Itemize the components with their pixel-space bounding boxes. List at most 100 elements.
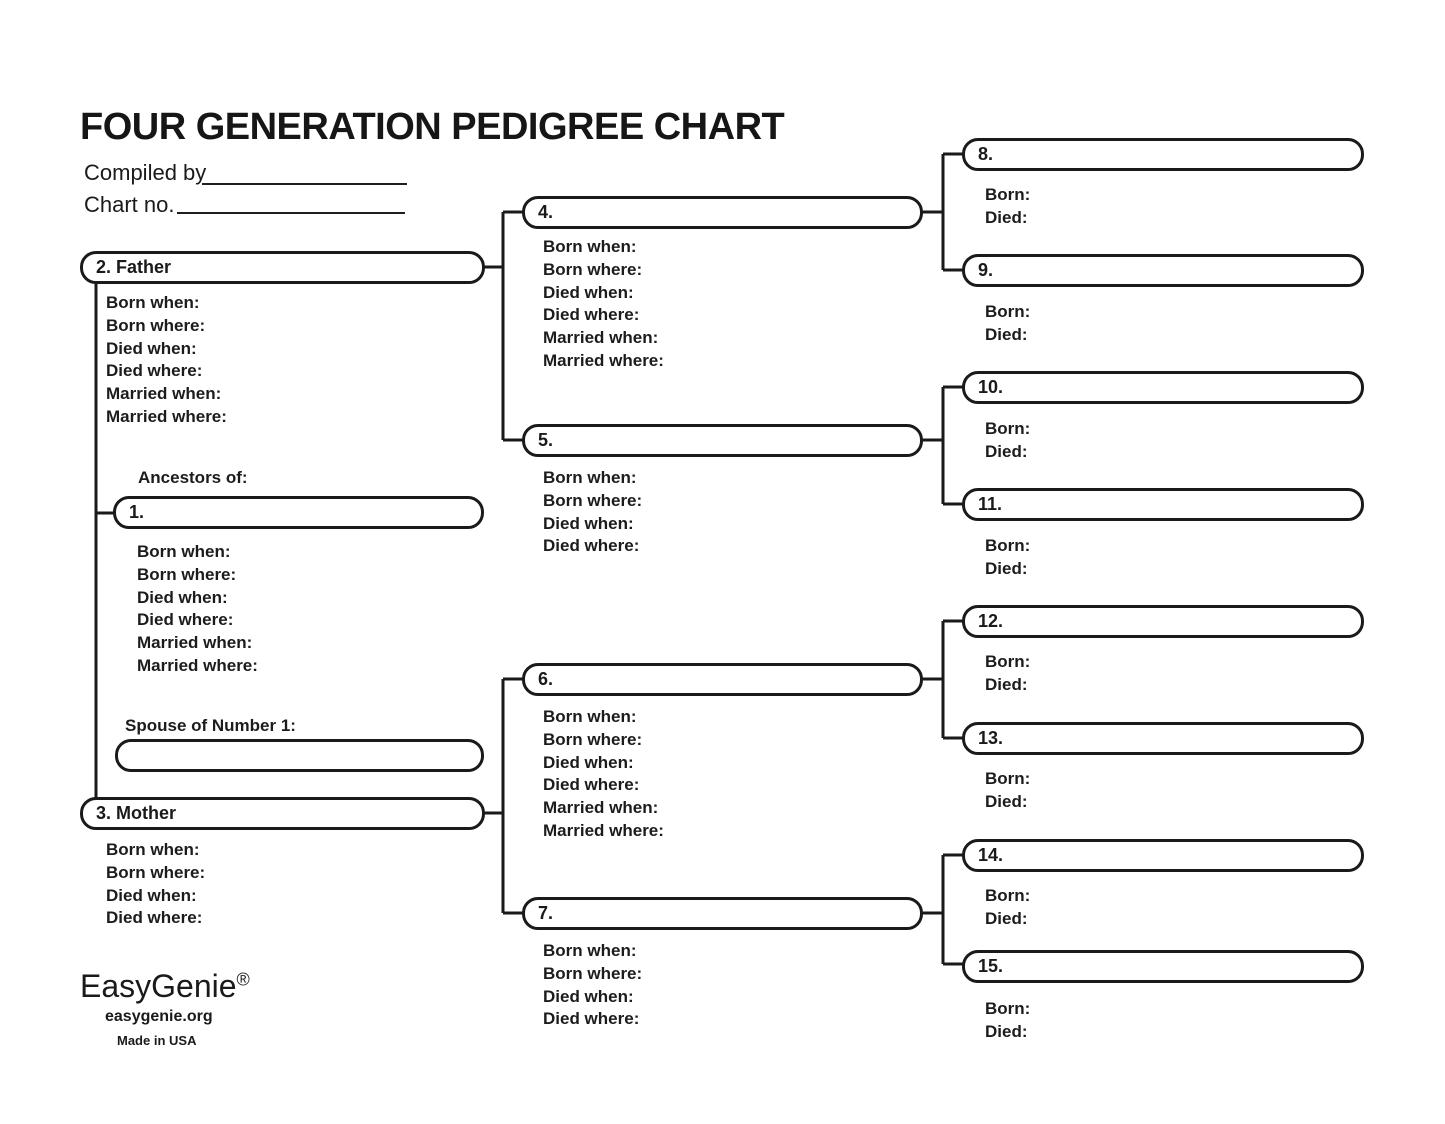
person-2-fields: Born when: Born where: Died when: Died w… (106, 292, 227, 429)
field-label: Born: (985, 652, 1031, 671)
field-label: Married when: (137, 633, 253, 653)
brand-website: easygenie.org (105, 1008, 213, 1025)
spouse-of-label: Spouse of Number 1: (125, 716, 296, 735)
field-label: Died when: (543, 752, 634, 772)
field-label: Died when: (543, 513, 634, 533)
field-label: Died where: (543, 775, 640, 795)
field-label: Married where: (137, 655, 258, 675)
person-9-fields: Born: Died: (985, 301, 1030, 347)
person-1-label: 1. (129, 502, 145, 522)
person-11-box: 11. (962, 488, 1364, 521)
page-title: FOUR GENERATION PEDIGREE CHART (80, 106, 785, 148)
person-1-box: 1. (113, 496, 484, 529)
person-2-label: 2. Father (96, 257, 172, 277)
person-9-label: 9. (978, 260, 994, 280)
field-label: Died: (985, 908, 1028, 928)
field-label: Born where: (543, 259, 643, 279)
field-label: Married when: (106, 384, 222, 404)
field-label: Born when: (137, 542, 231, 561)
person-15-fields: Born: Died: (985, 998, 1030, 1044)
field-label: Born where: (137, 564, 237, 584)
person-7-fields: Born when: Born where: Died when: Died w… (543, 940, 642, 1031)
person-3-fields: Born when: Born where: Died when: Died w… (106, 839, 205, 930)
person-13-label: 13. (978, 728, 1004, 748)
field-label: Born where: (543, 490, 643, 510)
person-10-box: 10. (962, 371, 1364, 404)
field-label: Married when: (543, 328, 659, 348)
field-label: Died: (985, 1021, 1028, 1041)
brand-logo: EasyGenie® (80, 968, 250, 1004)
compiled-by-label: Compiled by (84, 160, 207, 185)
ancestors-of-label: Ancestors of: (138, 468, 248, 487)
field-label: Born: (985, 886, 1031, 905)
person-7-box: 7. (522, 897, 923, 930)
field-label: Born: (985, 999, 1031, 1018)
person-4-box: 4. (522, 196, 923, 229)
person-6-label: 6. (538, 669, 554, 689)
field-label: Born: (985, 419, 1031, 438)
field-label: Married where: (543, 350, 664, 370)
field-label: Died where: (543, 305, 640, 325)
person-7-label: 7. (538, 903, 554, 923)
field-label: Born: (985, 536, 1031, 555)
field-label: Died where: (543, 536, 640, 556)
person-10-label: 10. (978, 377, 1004, 397)
person-15-box: 15. (962, 950, 1364, 983)
person-11-fields: Born: Died: (985, 535, 1030, 581)
field-label: Born when: (106, 293, 200, 312)
field-label: Born where: (543, 963, 643, 983)
field-label: Died: (985, 441, 1028, 461)
field-label: Born: (985, 302, 1031, 321)
field-label: Born where: (543, 729, 643, 749)
field-label: Married when: (543, 798, 659, 818)
person-1-fields: Born when: Born where: Died when: Died w… (137, 541, 258, 678)
brand-name: EasyGenie (80, 968, 237, 1004)
person-14-box: 14. (962, 839, 1364, 872)
field-label: Died when: (543, 282, 634, 302)
field-label: Born: (985, 769, 1031, 788)
person-10-fields: Born: Died: (985, 418, 1030, 464)
field-label: Died where: (106, 908, 203, 928)
field-label: Died: (985, 674, 1028, 694)
field-label: Died where: (543, 1009, 640, 1029)
person-3-label: 3. Mother (96, 803, 177, 823)
person-8-box: 8. (962, 138, 1364, 171)
person-2-box: 2. Father (80, 251, 485, 284)
person-3-box: 3. Mother (80, 797, 485, 830)
field-label: Died: (985, 791, 1028, 811)
person-11-label: 11. (978, 494, 1003, 514)
chart-no-field (177, 212, 405, 214)
chart-no-label: Chart no. (84, 192, 175, 217)
compiled-by-field (202, 183, 407, 185)
field-label: Born when: (543, 707, 637, 726)
field-label: Born: (985, 185, 1031, 204)
field-label: Died where: (137, 610, 234, 630)
field-label: Died when: (137, 587, 228, 607)
field-label: Born when: (543, 468, 637, 487)
field-label: Born where: (106, 862, 206, 882)
field-label: Born when: (106, 840, 200, 859)
person-6-box: 6. (522, 663, 923, 696)
person-8-label: 8. (978, 144, 994, 164)
field-label: Died: (985, 558, 1028, 578)
person-4-fields: Born when: Born where: Died when: Died w… (543, 236, 664, 373)
person-5-label: 5. (538, 430, 554, 450)
person-12-label: 12. (978, 611, 1004, 631)
registered-trademark-symbol: ® (236, 969, 250, 990)
person-6-fields: Born when: Born where: Died when: Died w… (543, 706, 664, 843)
person-9-box: 9. (962, 254, 1364, 287)
person-14-label: 14. (978, 845, 1004, 865)
person-8-fields: Born: Died: (985, 184, 1030, 230)
field-label: Married where: (543, 820, 664, 840)
person-12-box: 12. (962, 605, 1364, 638)
field-label: Died: (985, 324, 1028, 344)
made-in-usa-label: Made in USA (117, 1033, 197, 1048)
field-label: Died: (985, 207, 1028, 227)
field-label: Married where: (106, 406, 227, 426)
field-label: Born where: (106, 315, 206, 335)
person-5-box: 5. (522, 424, 923, 457)
field-label: Died when: (106, 885, 197, 905)
person-13-box: 13. (962, 722, 1364, 755)
